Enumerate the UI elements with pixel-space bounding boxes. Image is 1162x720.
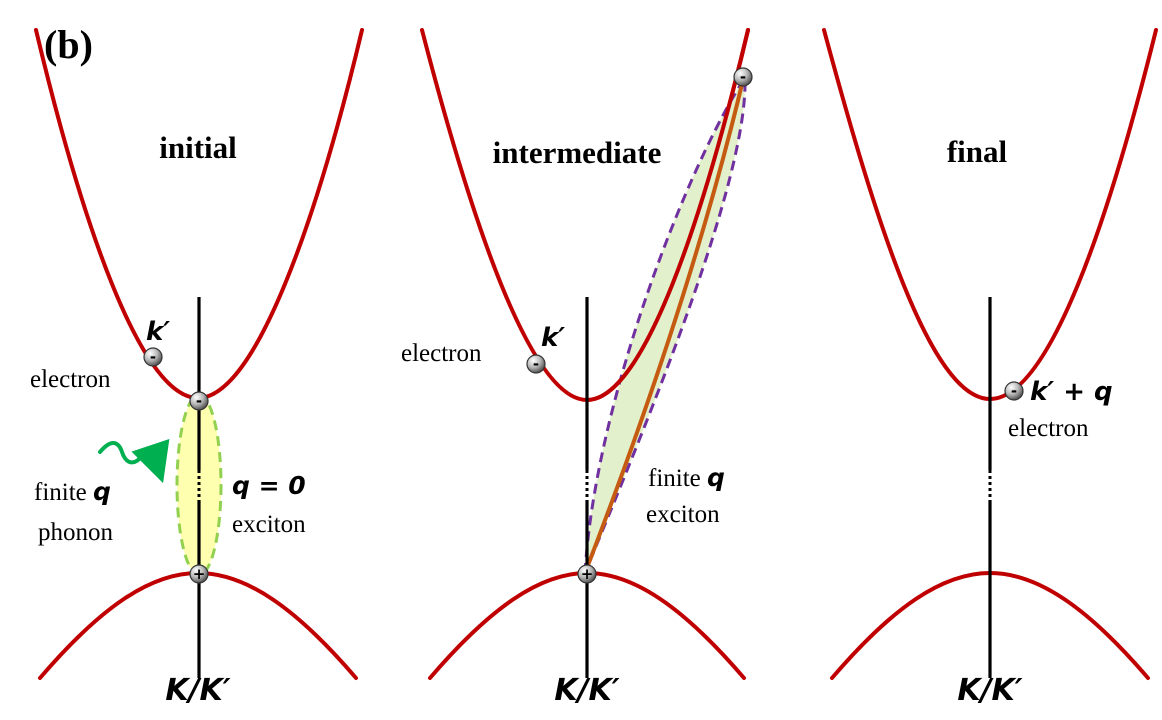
intermediate-exciton-lens bbox=[583, 73, 747, 574]
intermediate-title: intermediate bbox=[493, 135, 662, 170]
electron-charge-icon bbox=[733, 67, 753, 87]
electron-charge-icon bbox=[526, 354, 546, 374]
intermediate-axis-label: K/K′ bbox=[554, 673, 619, 708]
panel-intermediate: intermediate - k′ electron - + finite q … bbox=[401, 28, 753, 708]
phonon-wavy-arrow-icon bbox=[98, 438, 170, 484]
initial-exciton-eq: q = 0 bbox=[232, 471, 306, 500]
electron-charge-icon bbox=[189, 391, 209, 411]
intermediate-exciton-line1: finite q bbox=[648, 463, 725, 492]
hole-charge-icon bbox=[189, 564, 209, 584]
intermediate-exciton-q: q bbox=[707, 463, 725, 492]
minus-sign: - bbox=[533, 355, 539, 373]
panel-final: final - k′ + q electron K/K′ bbox=[822, 28, 1158, 708]
initial-electron-kprime: - bbox=[143, 347, 163, 367]
panel-initial: initial - k′ electron - + finite q phono… bbox=[30, 28, 364, 708]
final-kq-label: k′ + q bbox=[1030, 377, 1113, 407]
final-electron: - bbox=[1004, 381, 1024, 401]
minus-sign: - bbox=[1011, 382, 1017, 400]
intermediate-exciton-word: finite bbox=[648, 465, 707, 492]
panel-label: (b) bbox=[44, 22, 93, 67]
final-title: final bbox=[947, 134, 1008, 169]
minus-sign: - bbox=[196, 392, 202, 410]
minus-sign: - bbox=[150, 348, 156, 366]
hole-charge-icon bbox=[577, 564, 597, 584]
intermediate-electron-label: electron bbox=[401, 340, 482, 367]
electron-charge-icon bbox=[1004, 381, 1024, 401]
final-axis-label: K/K′ bbox=[957, 673, 1022, 708]
intermediate-exciton-line2: exciton bbox=[646, 501, 720, 528]
initial-phonon-line2: phonon bbox=[38, 519, 114, 546]
intermediate-electron-high-k: - bbox=[733, 67, 753, 87]
plus-sign: + bbox=[581, 565, 594, 583]
initial-hole: + bbox=[189, 564, 209, 584]
initial-electron-bottom: - bbox=[189, 391, 209, 411]
initial-exciton-word: exciton bbox=[232, 511, 306, 538]
initial-phonon-q: q bbox=[93, 477, 111, 506]
electron-charge-icon bbox=[143, 347, 163, 367]
initial-axis-label: K/K′ bbox=[165, 673, 230, 708]
initial-electron-label: electron bbox=[30, 366, 111, 393]
final-electron-label: electron bbox=[1008, 415, 1089, 442]
minus-sign: - bbox=[740, 68, 746, 86]
initial-phonon-line1: finite q bbox=[34, 477, 111, 506]
intermediate-kprime-label: k′ bbox=[541, 323, 565, 353]
intermediate-hole: + bbox=[577, 564, 597, 584]
intermediate-electron-kprime: - bbox=[526, 354, 546, 374]
plus-sign: + bbox=[193, 565, 206, 583]
intermediate-conduction-band-overlay bbox=[585, 28, 750, 402]
initial-phonon-word: finite bbox=[34, 479, 93, 506]
initial-title: initial bbox=[159, 130, 237, 165]
intermediate-exciton-link bbox=[583, 79, 745, 574]
initial-kprime-label: k′ bbox=[146, 317, 170, 347]
